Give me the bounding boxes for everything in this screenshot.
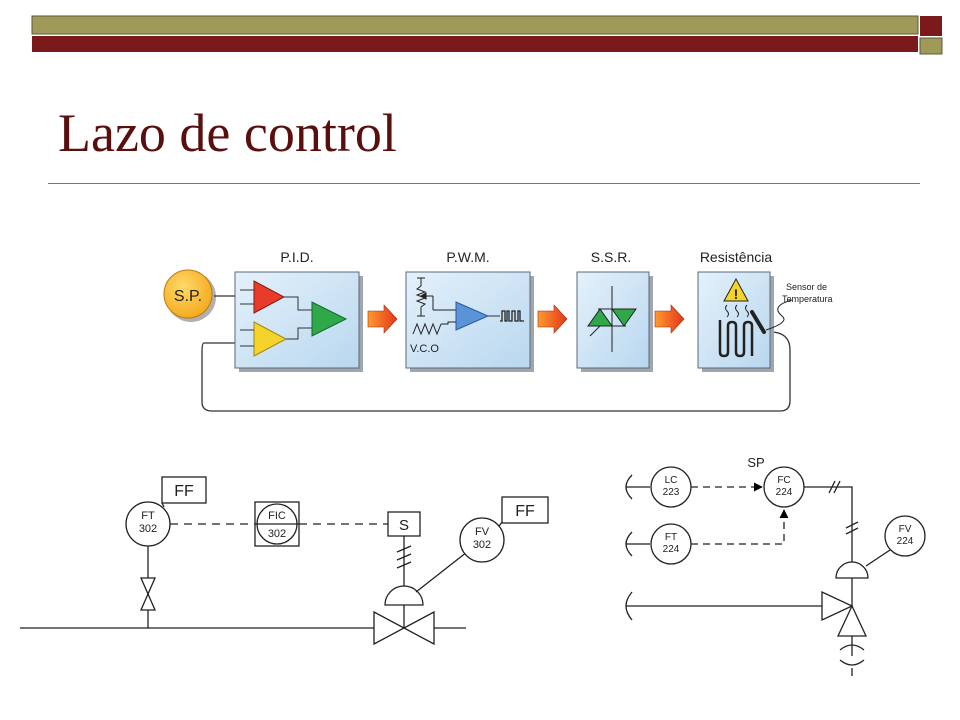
fc-224-number: 224 <box>776 487 793 498</box>
fv-302-number: 302 <box>473 539 491 551</box>
ff-top-label: FF <box>174 483 194 500</box>
heat-waves-icon <box>725 304 749 318</box>
pwm-label: P.W.M. <box>446 249 489 265</box>
temperature-probe-icon <box>750 310 766 334</box>
sensor-label-line1: Sensor de <box>786 282 827 292</box>
left-pid-diagram: FF FT 302 FIC 302 S <box>20 476 549 646</box>
lc-223-number: 223 <box>663 487 680 498</box>
vco-label: V.C.O <box>410 343 439 355</box>
heating-element-icon <box>718 320 754 358</box>
triac-icon <box>587 286 637 352</box>
pid-yellow-amplifier <box>253 321 288 357</box>
lc-223-tag: LC <box>665 475 678 486</box>
sp-label: SP <box>747 455 764 470</box>
svg-text:!: ! <box>734 286 739 302</box>
fc-224-tag: FC <box>777 475 790 486</box>
flow-arrow-1 <box>367 304 398 334</box>
control-valve-right <box>402 610 435 646</box>
fic-302-number: 302 <box>268 528 286 540</box>
ssr-label: S.S.R. <box>591 249 631 265</box>
ft-224-number: 224 <box>663 544 680 555</box>
fic-302-tag: FIC <box>268 510 286 522</box>
ff-box-right <box>501 496 549 524</box>
pwm-comparator <box>455 301 490 331</box>
pid-red-amplifier <box>253 280 286 314</box>
triangle-wave-icon <box>412 321 456 336</box>
flow-arrow-2 <box>537 304 568 334</box>
setpoint-circle <box>163 269 216 322</box>
top-loop-diagram: S.P. P.I.D. P.W.M. <box>163 249 833 412</box>
pwm-pulse-icon <box>500 310 524 322</box>
ft-302-tag: FT <box>141 510 155 522</box>
warning-icon: ! <box>723 277 749 302</box>
pid-green-amplifier <box>311 301 348 337</box>
fv-302-instrument <box>459 517 505 563</box>
fv-224-number: 224 <box>897 536 914 547</box>
resistencia-label: Resistência <box>700 249 773 265</box>
title-divider <box>48 183 920 184</box>
slide-title: Lazo de control <box>58 103 397 163</box>
setpoint-label: S.P. <box>174 288 202 305</box>
ft-224-tag: FT <box>665 532 677 543</box>
header-bar <box>31 15 943 55</box>
control-valve-left <box>373 610 406 646</box>
right-pid-diagram: SP LC 223 FC 224 FT 224 FV 224 <box>625 455 926 676</box>
ft-302-number: 302 <box>139 523 157 535</box>
s-box-label: S <box>399 517 409 534</box>
flow-arrow-3 <box>654 304 685 334</box>
ff-box-top <box>161 476 207 504</box>
pid-label: P.I.D. <box>280 249 313 265</box>
fv-224-tag: FV <box>899 524 912 535</box>
ssr-block <box>576 271 650 369</box>
valve-actuator <box>384 585 424 606</box>
valve-actuator-right <box>835 561 869 579</box>
fv-224-instrument <box>884 515 926 557</box>
ff-right-label: FF <box>515 503 535 520</box>
fv-302-tag: FV <box>475 526 490 538</box>
sensor-label-line2: Temperatura <box>782 294 833 304</box>
potentiometer-icon <box>415 277 456 317</box>
